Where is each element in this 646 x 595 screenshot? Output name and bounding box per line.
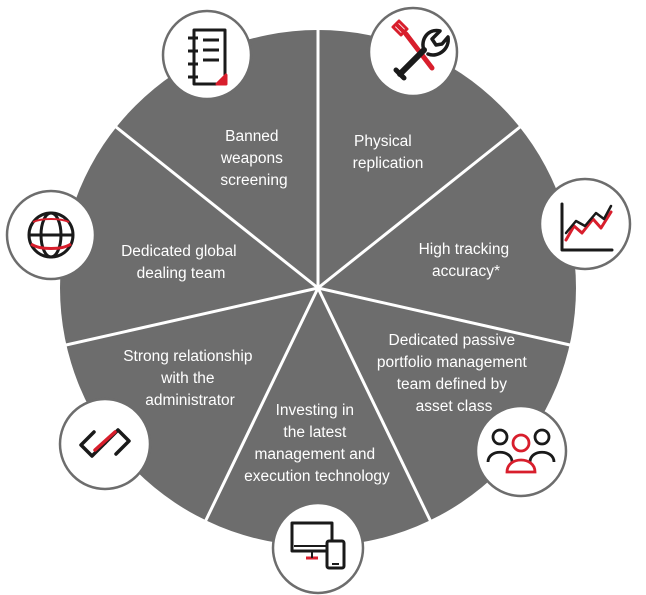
segment-physical-label: Physical replication [353,133,424,172]
label-line: portfolio management [377,354,528,371]
label-line: Investing in [276,402,354,419]
label-line: Banned [225,128,278,145]
divider-4 [316,286,432,522]
icon-bubble-administrator [58,397,152,491]
label-line: Dedicated global [121,243,236,260]
team-people-icon [486,428,556,474]
chain-link-icon [79,428,131,458]
divider-7 [114,125,320,290]
segment-passive-label: Dedicated passive portfolio management t… [377,332,531,415]
divider-6 [64,286,320,347]
divider-5 [204,286,320,522]
notepad-icon [188,28,228,86]
monitor-phone-icon [290,521,346,570]
icon-bubble-tracking [538,177,632,271]
label-line: replication [353,155,424,172]
icon-bubble-passive [474,404,568,498]
label-line: Physical [354,133,412,150]
divider-3 [316,286,572,347]
label-line: Dedicated passive [389,332,516,349]
label-line: execution technology [244,468,390,485]
line-chart-icon [560,202,614,252]
globe-icon [27,211,75,259]
label-line: asset class [416,398,493,415]
segment-tracking-label: High tracking accuracy* [419,241,514,280]
segment-banned-label: Banned weapons screening [220,128,288,189]
icon-bubble-banned [161,9,253,101]
label-line: the latest [283,424,347,441]
label-line: management and [255,446,376,463]
divider-2 [316,125,522,290]
segment-dividers [64,28,572,522]
icon-bubble-dealing [5,189,97,281]
label-line: team defined by [397,376,508,393]
wrench-screwdriver-icon [391,19,450,81]
icon-bubble-investing [271,501,365,595]
label-line: with the [160,370,214,387]
label-line: accuracy* [432,263,500,280]
label-line: High tracking [419,241,509,258]
segment-administrator-label: Strong relationship with the administrat… [123,348,257,409]
segment-dealing-label: Dedicated global dealing team [121,243,241,282]
label-line: administrator [145,392,235,409]
segment-investing-label: Investing in the latest management and e… [244,402,390,485]
label-line: weapons [220,150,283,167]
label-line: Strong relationship [123,348,252,365]
label-line: screening [220,172,287,189]
label-line: dealing team [137,265,226,282]
icon-bubble-physical [367,6,459,98]
